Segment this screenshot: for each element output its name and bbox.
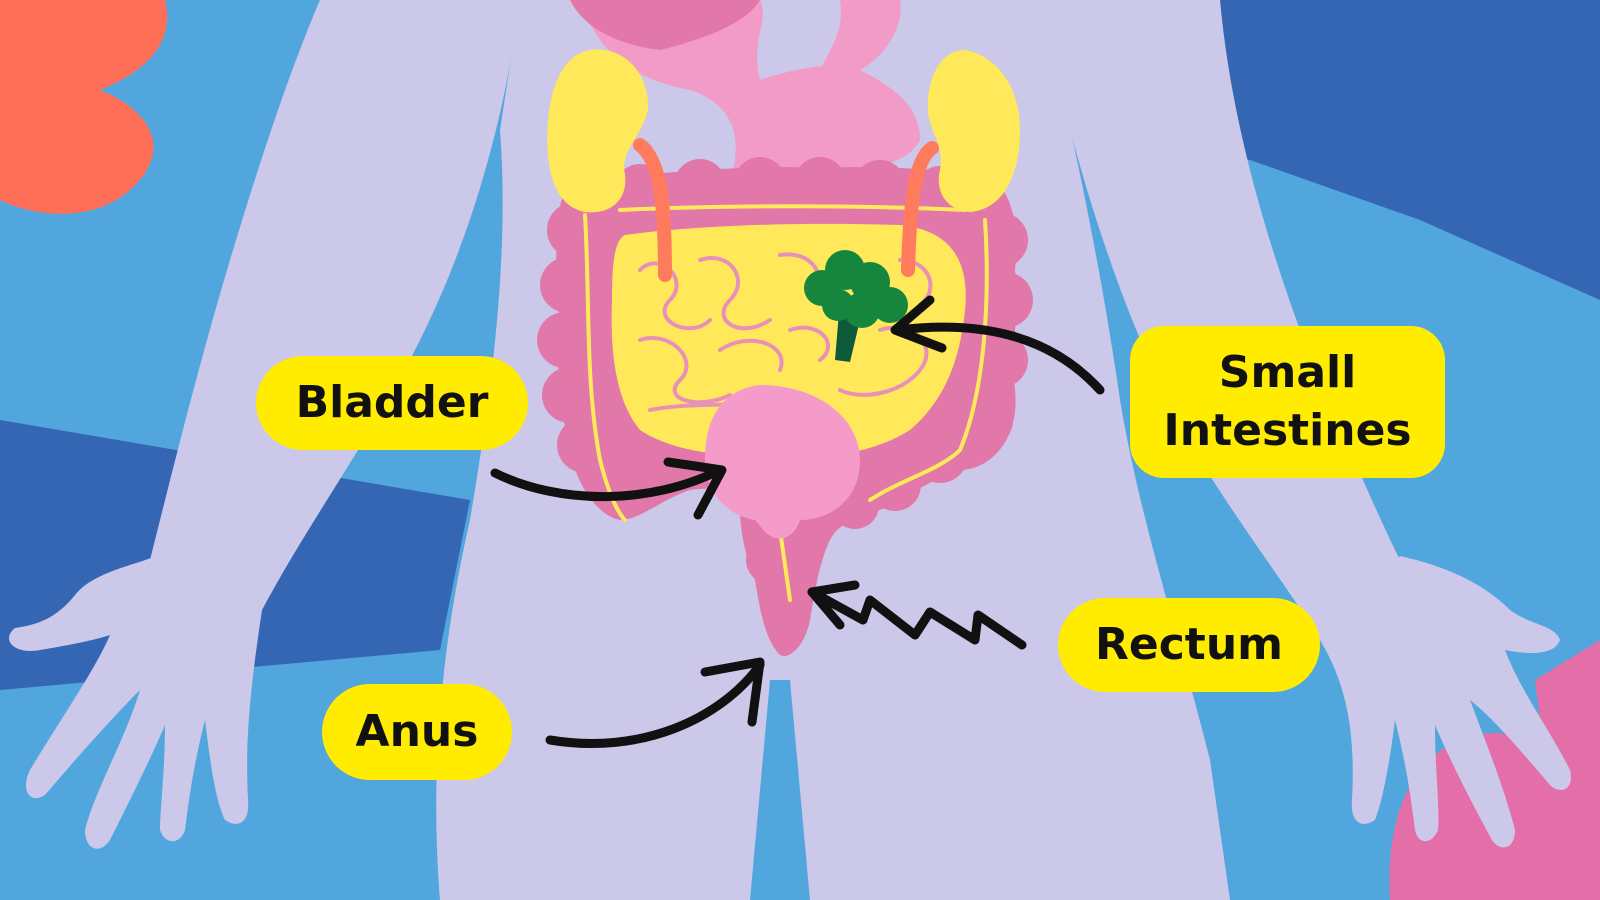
rectum-arrow — [807, 580, 1027, 650]
anus-label: Anus — [322, 684, 512, 780]
small-intestines-label: Small Intestines — [1130, 326, 1445, 478]
rectum-label-text: Rectum — [1094, 619, 1283, 670]
anus-arrow — [545, 657, 765, 748]
right-hand — [1320, 556, 1571, 848]
bladder-label: Bladder — [256, 356, 528, 450]
colon-haustra — [537, 157, 1033, 622]
bladder-arrow — [490, 457, 727, 520]
stomach — [580, 0, 920, 243]
right-kidney — [927, 50, 1020, 212]
bladder-label-text: Bladder — [295, 377, 489, 428]
orange-flower-decoration — [0, 0, 168, 214]
small-intestines-label-line2: Intestines — [1163, 405, 1412, 456]
arrows — [490, 295, 1105, 748]
right-arm — [1040, 0, 1400, 640]
anus-label-text: Anus — [355, 706, 479, 757]
broccoli-icon — [804, 250, 908, 362]
right-ureter — [901, 141, 939, 277]
left-kidney — [547, 49, 649, 213]
kidneys — [547, 49, 1020, 282]
stomach-upper-left — [570, 0, 760, 50]
small-intestines-label-line1: Small — [1218, 347, 1357, 398]
left-ureter — [633, 138, 672, 282]
small-intestines-arrow — [890, 295, 1105, 395]
rectum-label: Rectum — [1058, 598, 1320, 692]
esophagus — [820, 0, 901, 70]
left-hand — [9, 552, 263, 849]
bladder — [705, 385, 860, 539]
